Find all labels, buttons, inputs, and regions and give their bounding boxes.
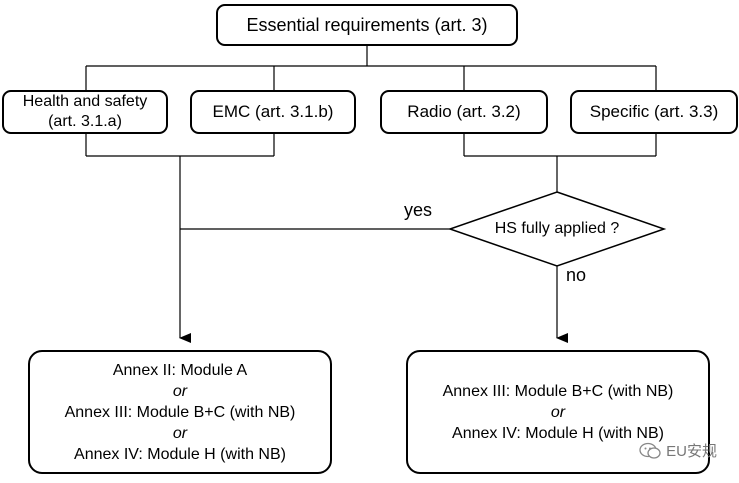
decision-diamond xyxy=(447,191,667,267)
emc-label: EMC (art. 3.1.b) xyxy=(212,102,334,121)
emc-box: EMC (art. 3.1.b) xyxy=(190,90,356,134)
right-result-or: or xyxy=(550,403,566,421)
health-safety-line1: Health and safety xyxy=(22,93,148,110)
right-result-line1: Annex III: Module B+C (with NB) xyxy=(442,382,674,400)
right-result-line3: Annex IV: Module H (with NB) xyxy=(452,424,664,442)
radio-box: Radio (art. 3.2) xyxy=(380,90,548,134)
radio-label: Radio (art. 3.2) xyxy=(407,102,521,121)
left-result-box: Annex II: Module A or Annex III: Module … xyxy=(28,350,332,474)
specific-box: Specific (art. 3.3) xyxy=(570,90,738,134)
decision-label: HS fully applied ? xyxy=(494,220,620,237)
health-safety-box: Health and safety (art. 3.1.a) xyxy=(2,90,168,134)
left-result-or2: or xyxy=(172,424,188,442)
no-label: no xyxy=(566,265,587,285)
left-result-line1: Annex II: Module A xyxy=(112,361,248,379)
left-result-line3: Annex III: Module B+C (with NB) xyxy=(64,403,296,421)
specific-label: Specific (art. 3.3) xyxy=(589,102,719,121)
essential-requirements-box: Essential requirements (art. 3) xyxy=(216,4,518,46)
left-result-line5: Annex IV: Module H (with NB) xyxy=(74,445,286,463)
yes-label: yes xyxy=(404,200,433,220)
wechat-icon xyxy=(639,442,661,459)
watermark-text: EU安规 xyxy=(666,443,717,460)
left-result-or1: or xyxy=(172,382,188,400)
essential-requirements-label: Essential requirements (art. 3) xyxy=(246,14,488,35)
health-safety-line2: (art. 3.1.a) xyxy=(48,113,122,130)
watermark: EU安规 xyxy=(639,440,717,461)
